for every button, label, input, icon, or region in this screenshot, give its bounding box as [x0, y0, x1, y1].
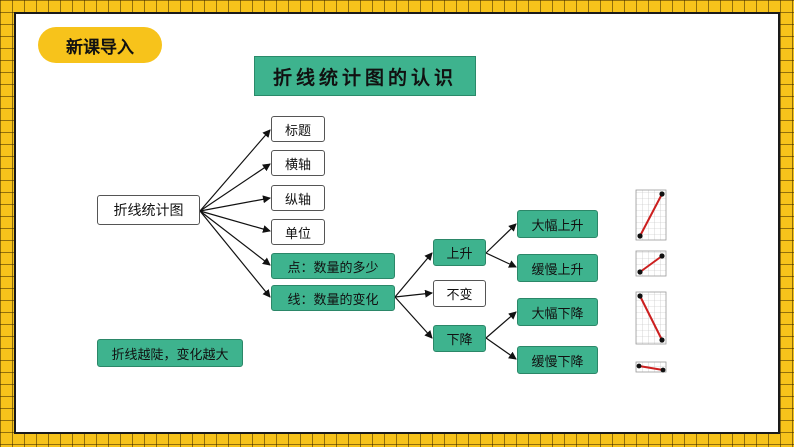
slow-rise-icon: [635, 250, 667, 277]
summary-note: 折线越陡，变化越大: [97, 339, 243, 367]
arrow-root-line: [199, 210, 271, 298]
type-slow-fall: 缓慢下降: [517, 346, 598, 374]
branch-yaxis: 纵轴: [271, 185, 325, 211]
arrow-root-yaxis: [199, 195, 271, 212]
trend-fall: 下降: [433, 325, 486, 352]
trend-flat: 不变: [433, 280, 486, 307]
arrow-fall-sharp: [485, 311, 517, 339]
sharp-rise-icon: [635, 189, 667, 241]
branch-title: 标题: [271, 116, 325, 142]
branch-unit: 单位: [271, 219, 325, 245]
arrow-line-flat: [394, 289, 433, 298]
slow-fall-icon: [635, 361, 667, 373]
arrow-line-fall: [394, 296, 433, 339]
arrow-rise-sharp: [485, 223, 517, 254]
section-badge: 新课导入: [38, 27, 162, 63]
arrow-root-title: [199, 129, 271, 212]
trend-rise: 上升: [433, 239, 486, 266]
diagram-title: 折线统计图的认识: [254, 56, 476, 96]
type-sharp-fall: 大幅下降: [517, 298, 598, 326]
sharp-fall-icon: [635, 291, 667, 345]
arrow-line-rise: [394, 252, 433, 298]
type-slow-rise: 缓慢上升: [517, 254, 598, 282]
branch-xaxis: 横轴: [271, 150, 325, 176]
arrow-root-point: [199, 210, 271, 266]
arrow-root-unit: [199, 210, 271, 233]
arrow-fall-slow: [485, 337, 517, 360]
type-sharp-rise: 大幅上升: [517, 210, 598, 238]
arrow-rise-slow: [485, 252, 517, 268]
branch-point: 点：数量的多少: [271, 253, 395, 279]
root-node: 折线统计图: [97, 195, 200, 225]
branch-line: 线：数量的变化: [271, 285, 395, 311]
arrow-root-xaxis: [199, 163, 271, 212]
